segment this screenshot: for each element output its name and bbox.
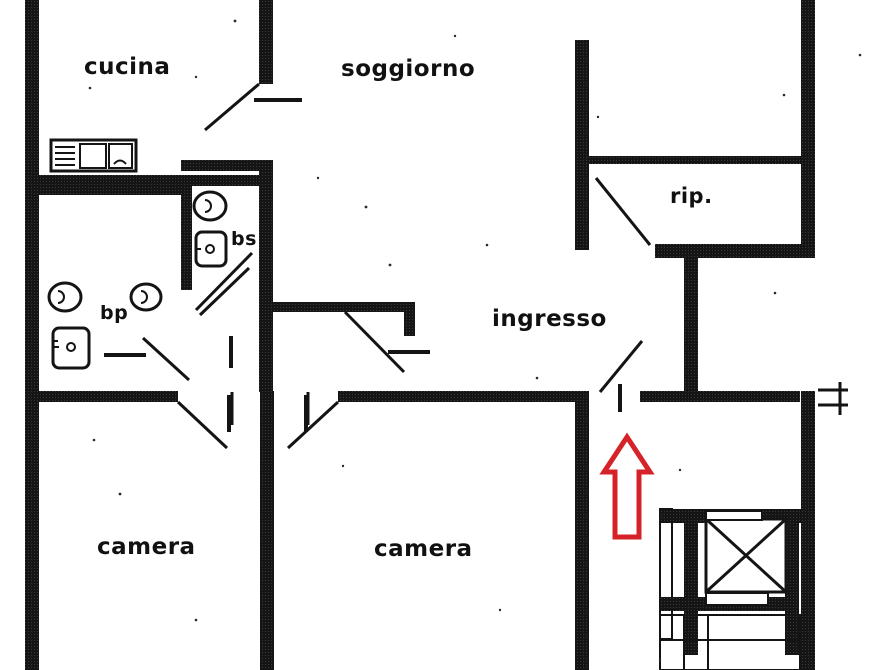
door-cucina-soggiorno: [204, 82, 260, 132]
room-label-ingresso: ingresso: [492, 306, 607, 332]
bathroom-bs-fixtures: [192, 190, 228, 268]
stair-elevator-core: [659, 508, 812, 670]
wall-camera-divider: [260, 391, 274, 670]
door-ingresso: [598, 340, 644, 393]
wall-exterior-top-left: [25, 0, 39, 10]
wall-corridor-bottom-left: [39, 391, 178, 402]
room-label-bs: bs: [231, 228, 257, 250]
wall-cucina-bottom: [39, 175, 192, 186]
elevator-door-top: [705, 510, 763, 521]
door-rip: [594, 177, 652, 246]
door-bs: [194, 251, 254, 312]
room-label-cucina: cucina: [84, 54, 171, 80]
bathroom-bp-fixtures: [47, 281, 163, 370]
wall-exterior-left: [25, 0, 39, 670]
wall-ingresso-bottom: [640, 391, 800, 402]
core-wall-right: [785, 509, 799, 655]
wall-ingresso-right: [684, 244, 698, 402]
wall-bs-right: [259, 160, 273, 392]
red-up-arrow-annotation: [599, 432, 655, 540]
wall-bs-top: [181, 160, 273, 171]
door-bp: [141, 336, 191, 382]
wall-corridor-bottom-right: [338, 391, 586, 402]
door-camera-dx: [286, 400, 340, 450]
elevator-cross-b: [704, 517, 788, 594]
kitchen-counter-icon: [49, 138, 138, 173]
room-label-bp: bp: [100, 302, 129, 324]
door-corridor-upper: [198, 266, 251, 317]
wall-soggiorno-right: [575, 40, 589, 250]
room-label-rip: rip.: [670, 184, 713, 208]
wall-bs-left: [181, 175, 192, 290]
wall-cucina-soggiorno: [259, 0, 273, 84]
door-camera-sx: [176, 400, 229, 450]
wall-bp-top: [39, 186, 181, 195]
wall-corridor-stub: [404, 302, 415, 336]
room-label-soggiorno: soggiorno: [341, 56, 476, 82]
wall-cucina-bottom-right: [192, 175, 273, 186]
room-label-camera-dx: camera: [374, 536, 473, 562]
wall-camera-right: [575, 391, 589, 670]
core-wall-left: [684, 509, 698, 655]
wall-corridor-top: [273, 302, 415, 312]
room-label-camera-sx: camera: [97, 534, 196, 560]
scan-speckles: [88, 19, 862, 662]
elevator-door-bottom: [705, 592, 769, 606]
door-corridor-right: [343, 310, 406, 374]
wall-exterior-right-lower: [801, 391, 815, 670]
door-swing-group: [104, 82, 652, 450]
wall-group-exterior: [25, 0, 815, 670]
wall-exterior-right-upper: [801, 0, 815, 258]
opening-ticks: [230, 392, 310, 425]
wall-rip-bottom: [655, 244, 807, 258]
stairs-icon: [659, 614, 801, 670]
right-edge-opening-mark: [818, 382, 848, 415]
wall-rip-top: [589, 156, 805, 164]
